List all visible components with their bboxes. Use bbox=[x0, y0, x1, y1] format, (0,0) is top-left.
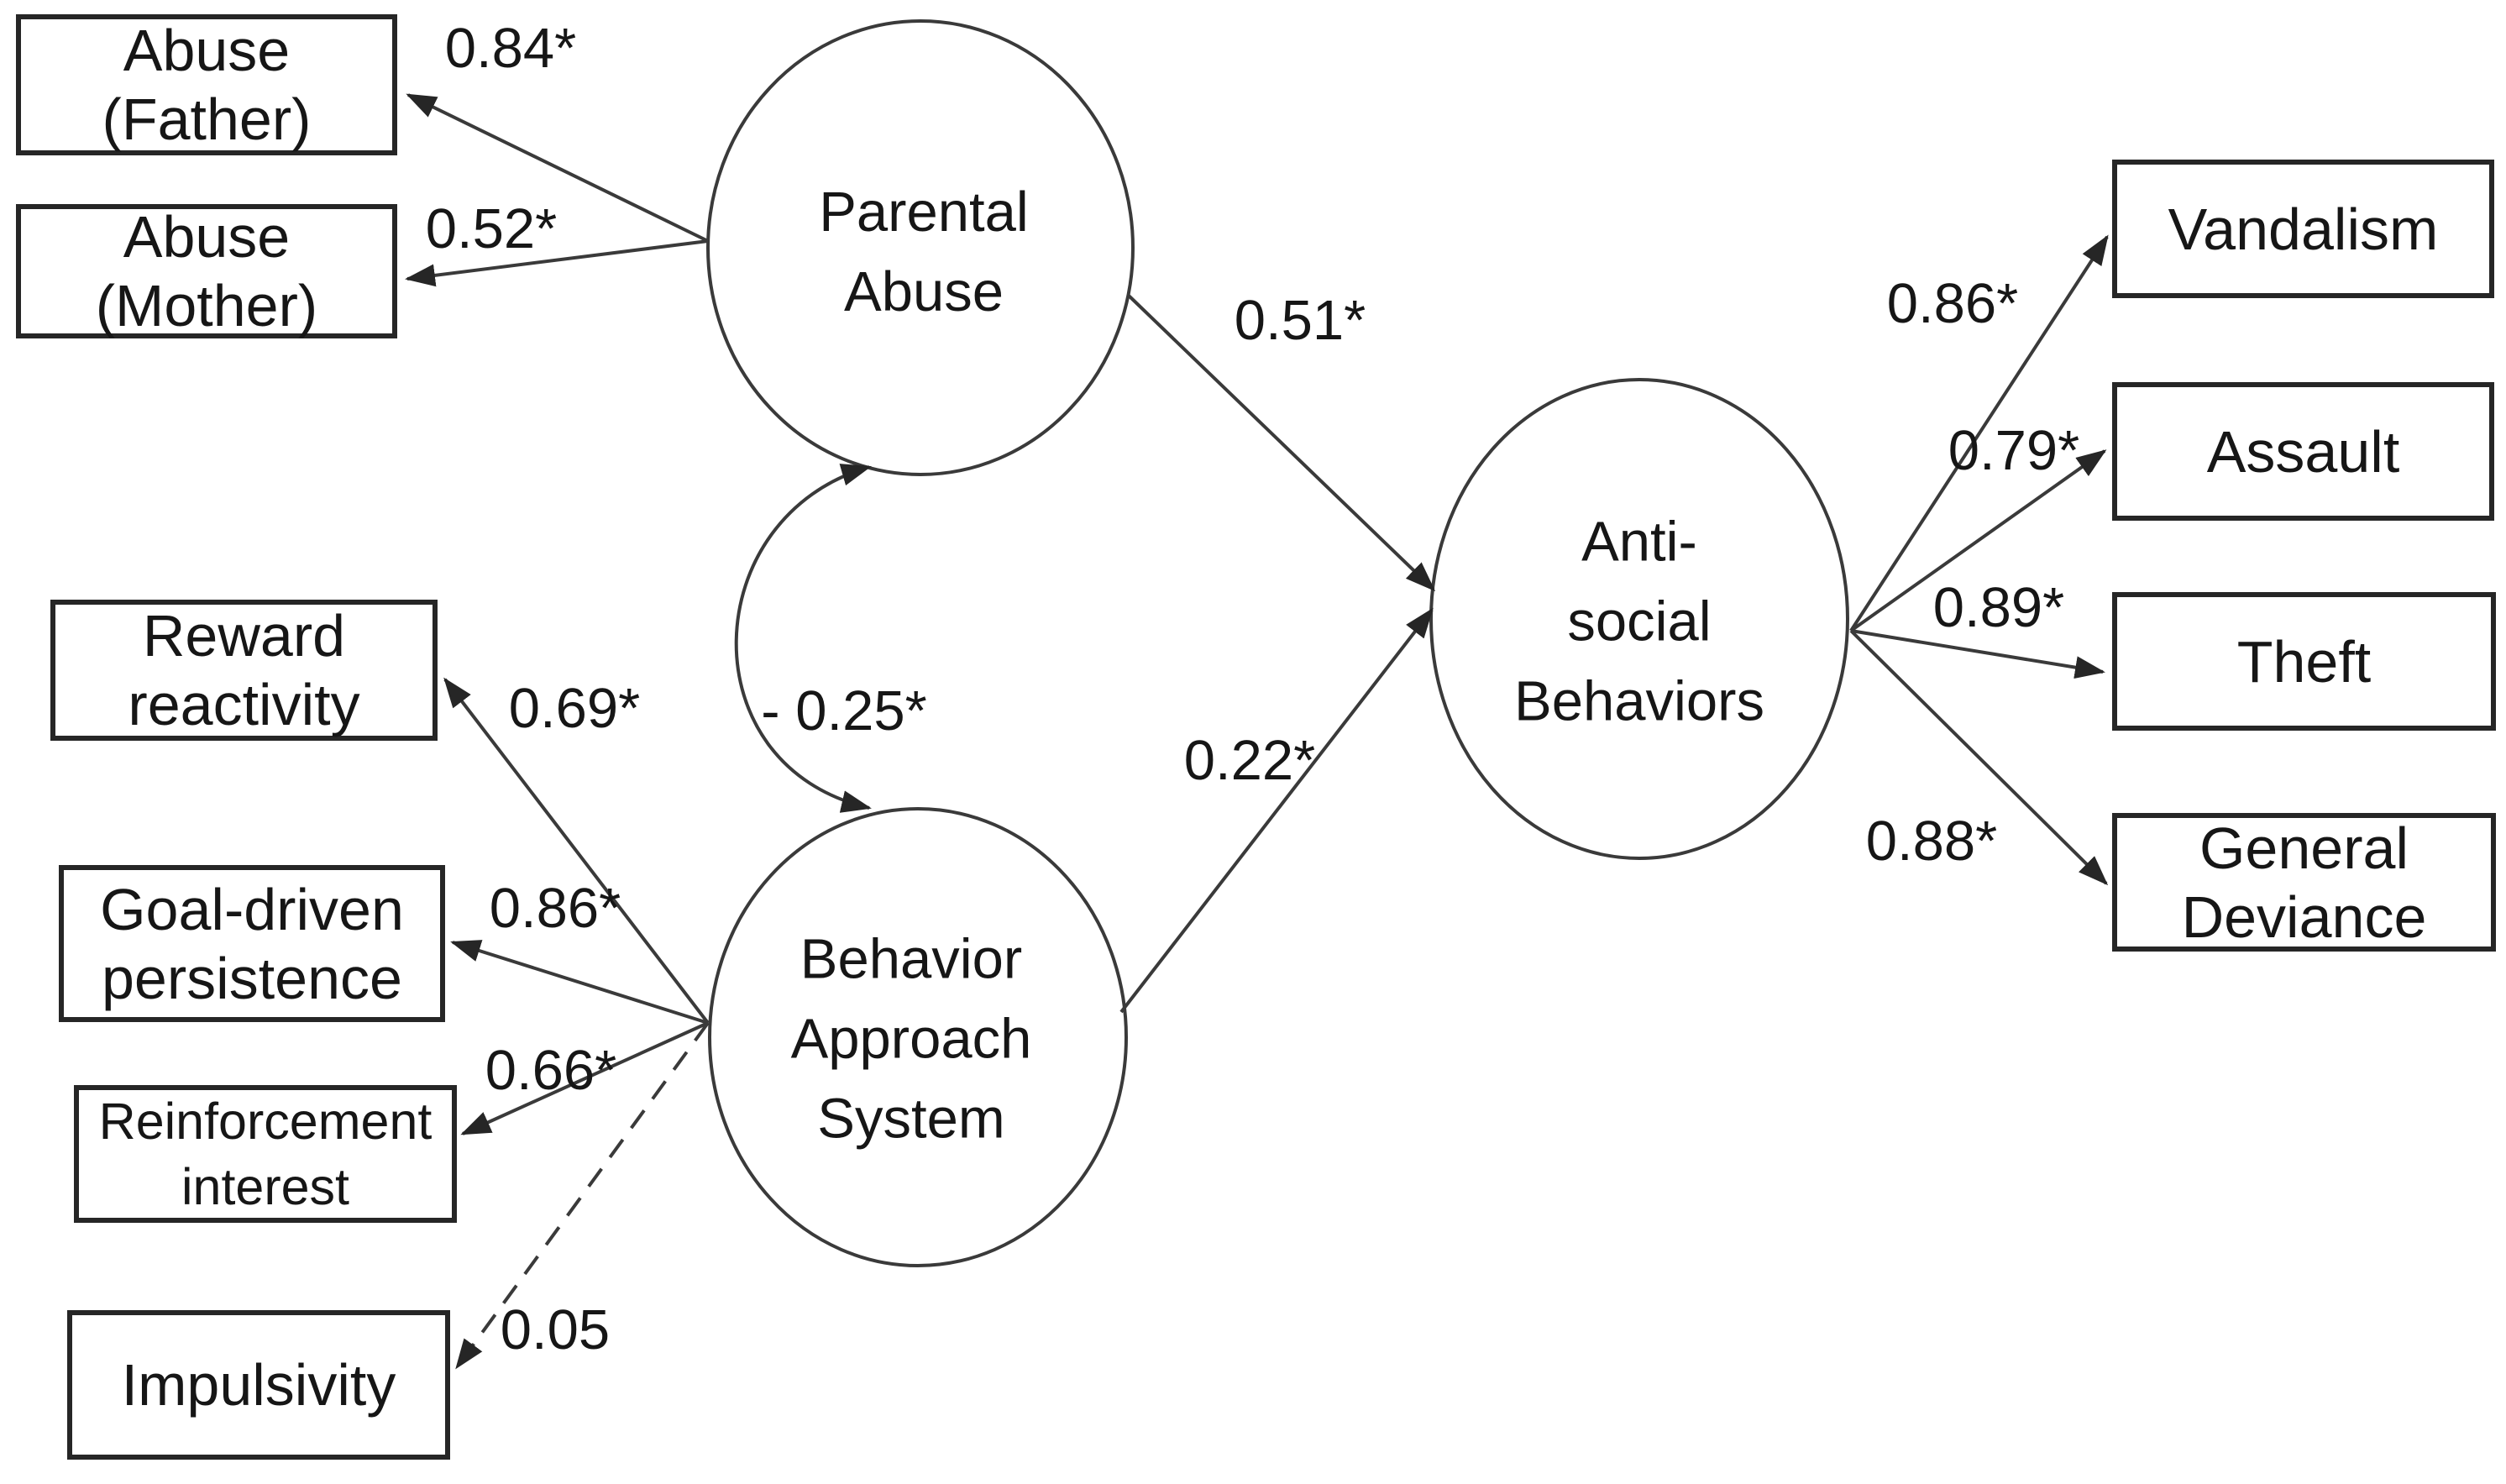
loading-label-goal-driven-persistence: 0.86* bbox=[490, 877, 621, 940]
latent-behavior-approach-system-ellipse bbox=[708, 807, 1128, 1267]
loading-arrow-abuse-mother bbox=[405, 239, 709, 287]
structural-path-bas-to-antisocial bbox=[1119, 607, 1434, 1014]
observed-label-reinforcement-interest: Reinforcement interest bbox=[98, 1093, 433, 1215]
loading-label-theft: 0.89* bbox=[1933, 576, 2064, 639]
observed-box-abuse-father: Abuse (Father) bbox=[16, 14, 397, 155]
loading-arrow-vandalism bbox=[1849, 234, 2109, 632]
loading-arrow-theft bbox=[1850, 629, 2105, 679]
observed-label-abuse-mother: Abuse (Mother) bbox=[95, 204, 318, 338]
observed-box-reward-reactivity: Reward reactivity bbox=[50, 600, 438, 741]
loading-label-abuse-mother: 0.52* bbox=[426, 197, 557, 260]
loading-label-reinforcement-interest: 0.66* bbox=[485, 1039, 616, 1102]
latent-label-behavior-approach-system: Behavior Approach System bbox=[790, 927, 1032, 1151]
loading-arrow-goal-driven-persistence bbox=[450, 940, 709, 1025]
observed-label-reward-reactivity: Reward reactivity bbox=[128, 603, 360, 737]
observed-label-goal-driven-persistence: Goal-driven persistence bbox=[100, 876, 404, 1011]
observed-box-abuse-mother: Abuse (Mother) bbox=[16, 204, 397, 338]
latent-label-parental-abuse: Parental Abuse bbox=[819, 181, 1029, 323]
observed-box-assault: Assault bbox=[2112, 382, 2494, 521]
covariance-label: - 0.25* bbox=[761, 679, 926, 742]
loading-label-assault: 0.79* bbox=[1948, 419, 2079, 482]
observed-label-assault: Assault bbox=[2206, 418, 2400, 485]
observed-label-impulsivity: Impulsivity bbox=[121, 1352, 396, 1418]
structural-label-bas-to-antisocial: 0.22* bbox=[1184, 729, 1315, 792]
observed-box-goal-driven-persistence: Goal-driven persistence bbox=[59, 865, 445, 1022]
loading-arrow-general-deviance bbox=[1849, 629, 2109, 886]
observed-label-theft: Theft bbox=[2236, 628, 2372, 695]
loading-arrow-reward-reactivity bbox=[443, 677, 710, 1025]
observed-box-reinforcement-interest: Reinforcement interest bbox=[74, 1085, 457, 1223]
structural-path-parental-abuse-to-antisocial bbox=[1127, 294, 1436, 592]
loading-arrow-reinforcement-interest bbox=[460, 1021, 709, 1135]
loading-label-impulsivity: 0.05 bbox=[501, 1298, 610, 1361]
loading-label-abuse-father: 0.84* bbox=[445, 17, 576, 80]
loading-arrow-abuse-father bbox=[406, 93, 709, 243]
latent-parental-abuse-ellipse bbox=[706, 19, 1135, 476]
observed-label-general-deviance: General Deviance bbox=[2181, 815, 2427, 950]
observed-box-theft: Theft bbox=[2112, 592, 2496, 731]
loading-label-reward-reactivity: 0.69* bbox=[509, 677, 640, 740]
observed-box-vandalism: Vandalism bbox=[2112, 160, 2494, 298]
observed-box-general-deviance: General Deviance bbox=[2112, 813, 2496, 952]
structural-label-parental-abuse-to-antisocial: 0.51* bbox=[1235, 289, 1366, 352]
loading-label-general-deviance: 0.88* bbox=[1866, 810, 1997, 873]
observed-label-vandalism: Vandalism bbox=[2168, 196, 2439, 262]
observed-box-impulsivity: Impulsivity bbox=[67, 1310, 450, 1460]
loading-arrow-assault bbox=[1849, 449, 2107, 632]
observed-label-abuse-father: Abuse (Father) bbox=[102, 18, 312, 152]
covariance-arc-parental-abuse-bas bbox=[734, 464, 872, 813]
latent-label-anti-social-behaviors: Anti- social Behaviors bbox=[1514, 510, 1764, 733]
loading-label-vandalism: 0.86* bbox=[1887, 272, 2018, 335]
